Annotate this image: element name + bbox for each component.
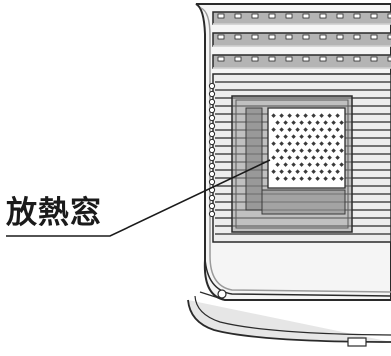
louver-tab (218, 14, 224, 18)
louver-tab (354, 14, 360, 18)
louver-tab (320, 35, 326, 39)
rod-loop (209, 179, 214, 184)
louver-tab (269, 35, 275, 39)
rod-loop (209, 139, 214, 144)
louver-tab (252, 14, 258, 18)
louver-tab (235, 35, 241, 39)
louver-tab (303, 35, 309, 39)
louver-tab (286, 35, 292, 39)
rod-loop (209, 99, 214, 104)
rod-loop (209, 107, 214, 112)
rod-loop (209, 115, 214, 120)
louver-tab (235, 14, 241, 18)
louver-tab (371, 35, 377, 39)
rod-loop (209, 131, 214, 136)
louver-tab (354, 57, 360, 61)
rod-loop (209, 171, 214, 176)
burner-plate (268, 108, 345, 188)
louver-tab (286, 14, 292, 18)
louver-tab (337, 35, 343, 39)
callout-label: 放熱窓 (6, 198, 102, 229)
louver-tab (252, 57, 258, 61)
rod-loop (209, 83, 214, 88)
rod-loop (209, 91, 214, 96)
louver-tab (269, 14, 275, 18)
louver-tab (371, 57, 377, 61)
rod-loop (209, 123, 214, 128)
rod-loop (209, 163, 214, 168)
louver-tab (218, 35, 224, 39)
rod-loop (209, 147, 214, 152)
rod-loop (209, 195, 214, 200)
louver-tab (286, 57, 292, 61)
louver-tab (371, 14, 377, 18)
louver-tab (320, 14, 326, 18)
louver-tab (354, 35, 360, 39)
louver-tab (337, 14, 343, 18)
louver-tab (337, 57, 343, 61)
louver-tab (252, 35, 258, 39)
louver-tab (320, 57, 326, 61)
rod-loops (209, 83, 214, 216)
rod-loop (209, 203, 214, 208)
louver-tab (269, 57, 275, 61)
louver-tab (218, 57, 224, 61)
louver-tab (303, 14, 309, 18)
rod-loop (209, 155, 214, 160)
rod-loop (209, 211, 214, 216)
louver-tab (303, 57, 309, 61)
louver-tab (235, 57, 241, 61)
